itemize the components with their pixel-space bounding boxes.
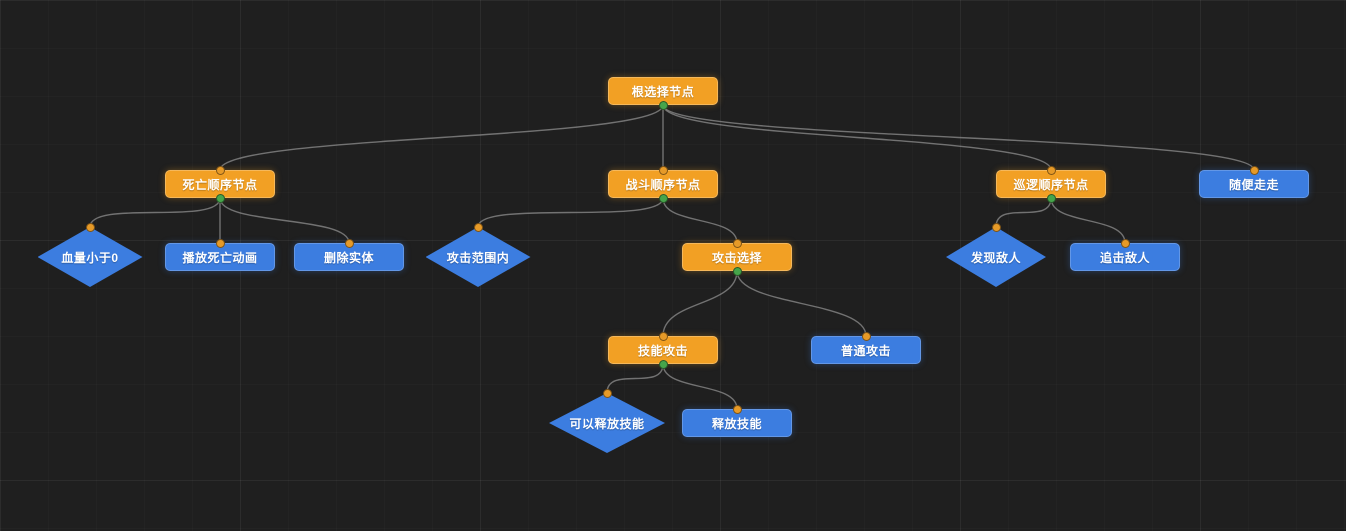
node-label: 根选择节点 (631, 84, 695, 99)
input-port[interactable] (1249, 165, 1259, 175)
node-wander[interactable]: 随便走走 (1199, 170, 1309, 198)
node-label: 播放死亡动画 (182, 250, 258, 265)
edge-attack_select-normal_attack (736, 270, 867, 337)
output-port[interactable] (1046, 193, 1056, 203)
output-port[interactable] (215, 193, 225, 203)
edge-death_seq-delete_entity (219, 197, 350, 244)
input-port[interactable] (85, 222, 95, 232)
edge-root-death_seq (219, 104, 664, 171)
output-port[interactable] (658, 100, 668, 110)
node-skill_attack[interactable]: 技能攻击 (608, 336, 718, 364)
edge-battle_seq-in_attack_range (477, 197, 664, 228)
node-patrol_seq[interactable]: 巡逻顺序节点 (996, 170, 1106, 198)
node-label: 战斗顺序节点 (625, 177, 701, 192)
input-port[interactable] (658, 165, 668, 175)
node-label: 死亡顺序节点 (182, 177, 258, 192)
node-play_death_anim[interactable]: 播放死亡动画 (165, 243, 275, 271)
node-label: 攻击选择 (711, 250, 762, 265)
edge-patrol_seq-found_enemy (995, 197, 1052, 228)
node-label: 追击敌人 (1099, 250, 1150, 265)
input-port[interactable] (732, 238, 742, 248)
edge-root-patrol_seq (662, 104, 1052, 171)
edge-skill_attack-cast_skill (662, 363, 738, 410)
input-port[interactable] (215, 165, 225, 175)
edge-death_seq-hp_below_zero (89, 197, 221, 228)
node-delete_entity[interactable]: 删除实体 (294, 243, 404, 271)
input-port[interactable] (215, 238, 225, 248)
node-label: 普通攻击 (840, 343, 891, 358)
input-port[interactable] (1046, 165, 1056, 175)
node-root[interactable]: 根选择节点 (608, 77, 718, 105)
node-label: 删除实体 (323, 250, 374, 265)
node-label: 可以释放技能 (569, 416, 645, 431)
input-port[interactable] (1120, 238, 1130, 248)
output-port[interactable] (658, 193, 668, 203)
node-label: 攻击范围内 (446, 250, 510, 265)
output-port[interactable] (658, 359, 668, 369)
output-port[interactable] (732, 266, 742, 276)
node-label: 血量小于0 (61, 250, 119, 265)
input-port[interactable] (602, 388, 612, 398)
input-port[interactable] (473, 222, 483, 232)
input-port[interactable] (861, 331, 871, 341)
node-death_seq[interactable]: 死亡顺序节点 (165, 170, 275, 198)
node-label: 技能攻击 (637, 343, 688, 358)
node-label: 发现敌人 (970, 250, 1021, 265)
edge-skill_attack-can_cast_skill (606, 363, 664, 394)
node-label: 随便走走 (1228, 177, 1279, 192)
node-chase_enemy[interactable]: 追击敌人 (1070, 243, 1180, 271)
input-port[interactable] (732, 404, 742, 414)
edge-root-wander (662, 104, 1255, 171)
edge-attack_select-skill_attack (662, 270, 738, 337)
node-label: 巡逻顺序节点 (1013, 177, 1089, 192)
edge-patrol_seq-chase_enemy (1050, 197, 1126, 244)
input-port[interactable] (658, 331, 668, 341)
input-port[interactable] (344, 238, 354, 248)
edge-battle_seq-attack_select (662, 197, 738, 244)
node-label: 释放技能 (711, 416, 762, 431)
input-port[interactable] (991, 222, 1001, 232)
